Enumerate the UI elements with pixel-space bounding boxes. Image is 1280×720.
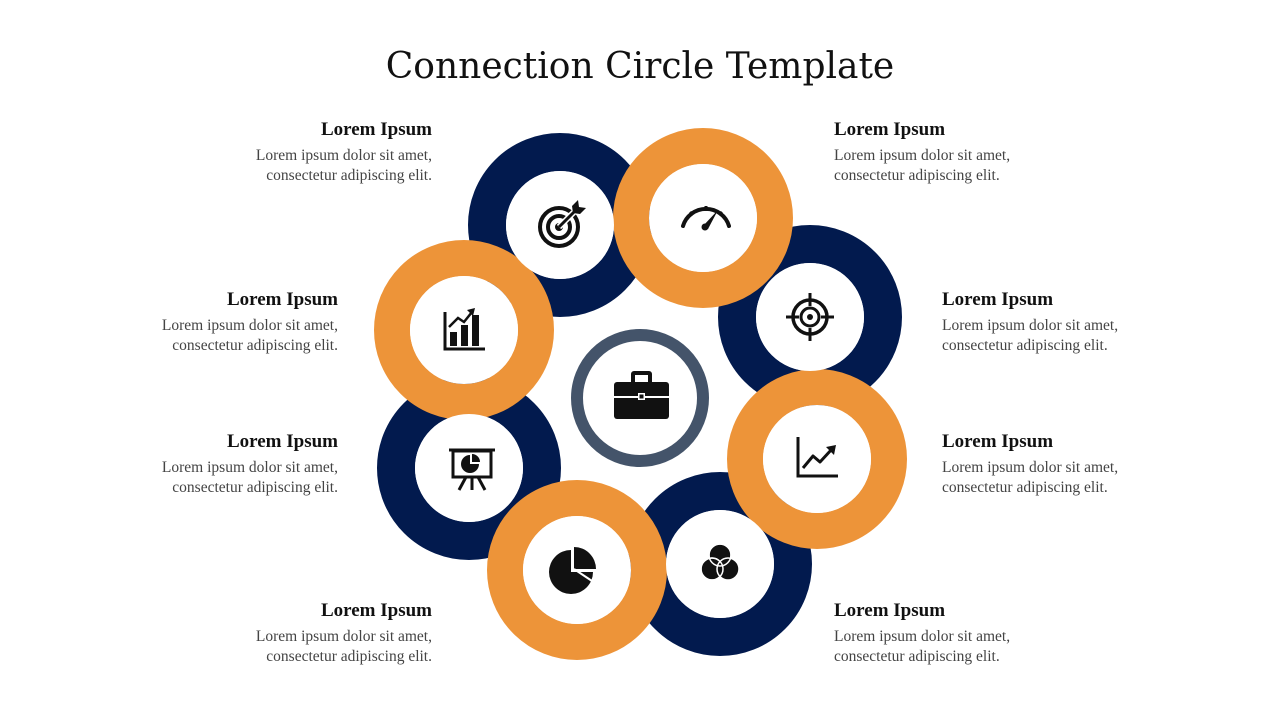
text-block-right-lower: Lorem Ipsum Lorem ipsum dolor sit amet, … [942, 430, 1242, 497]
item-body-line2: consectetur adipiscing elit. [834, 647, 1000, 665]
text-block-bottom-left: Lorem Ipsum Lorem ipsum dolor sit amet, … [132, 599, 432, 666]
bar-chart-growth-icon [443, 308, 485, 351]
item-body-line2: consectetur adipiscing elit. [172, 478, 338, 496]
item-body-line1: Lorem ipsum dolor sit amet, [834, 147, 1011, 164]
item-body-line1: Lorem ipsum dolor sit amet, [161, 459, 338, 476]
item-heading: Lorem Ipsum [834, 119, 946, 140]
speedometer-icon [681, 206, 731, 231]
item-body-line1: Lorem ipsum dolor sit amet, [834, 628, 1011, 645]
pie-chart-icon [549, 547, 596, 594]
orange-rings [374, 128, 907, 660]
item-body-line1: Lorem ipsum dolor sit amet, [255, 628, 432, 645]
item-body-line1: Lorem ipsum dolor sit amet, [255, 147, 432, 164]
item-body-line2: consectetur adipiscing elit. [172, 336, 338, 354]
text-block-bottom-right: Lorem Ipsum Lorem ipsum dolor sit amet, … [834, 599, 1134, 666]
page-title: Connection Circle Template [385, 46, 895, 87]
item-heading: Lorem Ipsum [834, 600, 946, 621]
item-heading: Lorem Ipsum [226, 289, 338, 310]
item-heading: Lorem Ipsum [942, 431, 1054, 452]
item-body-line1: Lorem ipsum dolor sit amet, [942, 459, 1119, 476]
center-ring [571, 329, 709, 467]
ring-speedometer [613, 128, 793, 308]
target-arrow-icon [538, 200, 586, 248]
item-body-line2: consectetur adipiscing elit. [942, 478, 1108, 496]
item-body-line2: consectetur adipiscing elit. [942, 336, 1108, 354]
text-block-top-right: Lorem Ipsum Lorem ipsum dolor sit amet, … [834, 118, 1134, 185]
item-body-line2: consectetur adipiscing elit. [834, 166, 1000, 184]
text-block-top-left: Lorem Ipsum Lorem ipsum dolor sit amet, … [132, 118, 432, 185]
text-block-right-upper: Lorem Ipsum Lorem ipsum dolor sit amet, … [942, 288, 1242, 355]
item-heading: Lorem Ipsum [320, 600, 432, 621]
ring-pie-chart [487, 480, 667, 660]
text-block-left-lower: Lorem Ipsum Lorem ipsum dolor sit amet, … [38, 430, 338, 497]
item-heading: Lorem Ipsum [226, 431, 338, 452]
item-body-line2: consectetur adipiscing elit. [266, 647, 432, 665]
crosshair-icon [786, 293, 834, 341]
item-heading: Lorem Ipsum [320, 119, 432, 140]
text-block-left-upper: Lorem Ipsum Lorem ipsum dolor sit amet, … [38, 288, 338, 355]
ring-line-chart [727, 369, 907, 549]
venn-diagram-icon [700, 543, 740, 581]
item-body-line2: consectetur adipiscing elit. [266, 166, 432, 184]
ring-bar-chart [374, 240, 554, 420]
briefcase-icon [614, 371, 669, 419]
presentation-board-icon [449, 448, 495, 491]
item-body-line1: Lorem ipsum dolor sit amet, [161, 317, 338, 334]
line-chart-icon [796, 437, 838, 478]
item-heading: Lorem Ipsum [942, 289, 1054, 310]
item-body-line1: Lorem ipsum dolor sit amet, [942, 317, 1119, 334]
